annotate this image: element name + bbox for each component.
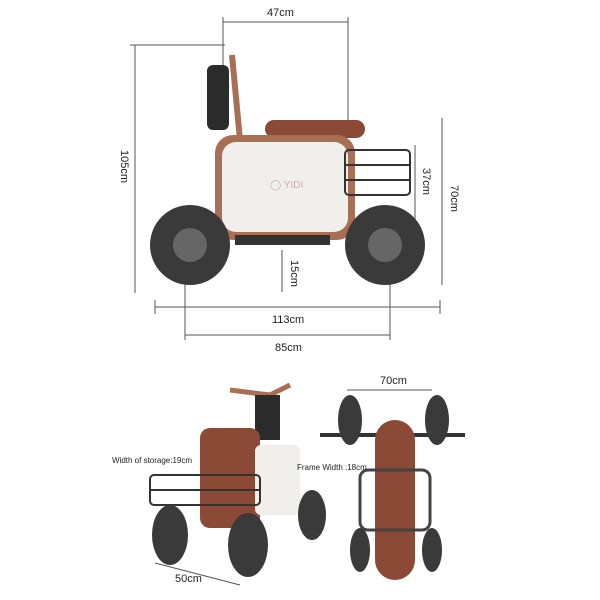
total-length-label: 113cm xyxy=(272,314,305,326)
wheel-track-label: 50cm xyxy=(175,573,202,585)
brand-logo: ◯ YIDI xyxy=(270,180,303,191)
basket-height-label: 37cm xyxy=(420,168,432,195)
front-view-scooter xyxy=(320,395,465,580)
rear-view-scooter xyxy=(149,382,326,577)
seat-length-label: 47cm xyxy=(267,7,294,19)
seat-height-label: 70cm xyxy=(448,185,460,212)
side-view-scooter: ◯ YIDI xyxy=(150,54,425,285)
handlebar-width-label: 70cm xyxy=(380,375,407,387)
storage-width-label: Width of storage:19cm xyxy=(112,456,193,465)
frame-width-label: Frame Width :18cm xyxy=(297,463,367,472)
total-height-label: 105cm xyxy=(118,150,130,184)
wheelbase-label: 85cm xyxy=(275,342,302,354)
ground-clearance-label: 15cm xyxy=(288,260,300,287)
side-dimension-lines xyxy=(130,17,443,586)
